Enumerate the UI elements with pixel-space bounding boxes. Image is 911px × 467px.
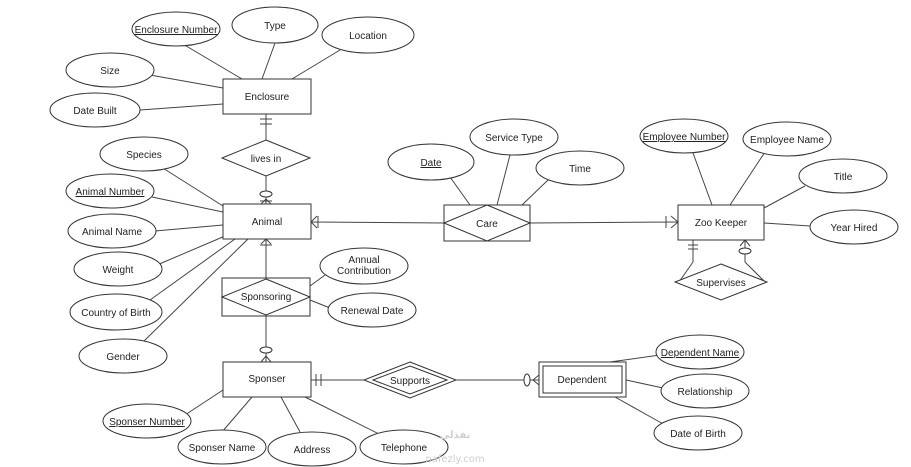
entity-dependent[interactable]: Dependent	[538, 361, 627, 398]
entity-enclosure-label: Enclosure	[245, 92, 290, 103]
entity-sponser-label: Sponser	[248, 374, 286, 385]
entity-animal-label: Animal	[252, 217, 283, 228]
relationship-supervises-label: Supervises	[696, 278, 745, 289]
attr-title-label: Title	[834, 172, 853, 183]
relationship-supports-label: Supports	[390, 376, 430, 387]
cardinality-marks	[259, 118, 752, 387]
attr-employee-number[interactable]: Employee Number	[639, 118, 729, 154]
attr-weight[interactable]: Weight	[73, 251, 163, 287]
attr-sponser-number[interactable]: Sponser Number	[102, 403, 192, 439]
entity-animal[interactable]: Animal	[222, 203, 312, 240]
entity-enclosure[interactable]: Enclosure	[222, 78, 312, 115]
attr-telephone[interactable]: Telephone	[359, 429, 449, 465]
attr-species[interactable]: Species	[99, 136, 189, 172]
attr-time[interactable]: Time	[535, 150, 625, 186]
attr-country-of-birth[interactable]: Country of Birth	[69, 293, 163, 331]
entity-zoo-keeper[interactable]: Zoo Keeper	[677, 204, 765, 241]
attr-date-label: Date	[420, 158, 442, 169]
relationship-supervises[interactable]: Supervises	[673, 263, 769, 301]
attr-species-label: Species	[126, 150, 162, 161]
attr-title[interactable]: Title	[798, 158, 888, 194]
entity-dependent-label: Dependent	[558, 375, 607, 386]
watermark: نفذلي nafezly.com	[425, 430, 484, 465]
relationship-lives-in[interactable]: lives in	[220, 139, 312, 177]
attr-telephone-label: Telephone	[381, 443, 428, 454]
attr-employee-name-label: Employee Name	[750, 135, 824, 146]
entity-zoo-keeper-label: Zoo Keeper	[695, 218, 748, 229]
attr-address[interactable]: Address	[267, 431, 357, 467]
attr-address-label: Address	[294, 445, 331, 456]
relationship-sponsoring[interactable]: Sponsoring	[220, 277, 312, 317]
attr-annual-contribution[interactable]: Annual Contribution	[319, 247, 409, 285]
attr-date-of-birth[interactable]: Date of Birth	[653, 415, 743, 451]
attr-enclosure-number[interactable]: Enclosure Number	[131, 11, 221, 47]
attr-dependent-name-label: Dependent Name	[661, 348, 740, 359]
relationship-lives-in-label: lives in	[251, 154, 282, 165]
attr-sponser-number-label: Sponser Number	[109, 417, 185, 428]
attr-time-label: Time	[569, 164, 591, 175]
attr-type[interactable]: Type	[231, 6, 319, 44]
attr-sponser-name[interactable]: Sponser Name	[177, 429, 267, 465]
attr-gender-label: Gender	[106, 352, 140, 363]
connector-lines	[139, 39, 811, 438]
attr-weight-label: Weight	[103, 265, 134, 276]
relationship-supports[interactable]: Supports	[362, 361, 458, 399]
attr-employee-name[interactable]: Employee Name	[742, 121, 832, 157]
attr-annual-contribution-label-2: Contribution	[337, 266, 391, 277]
attr-service-type[interactable]: Service Type	[469, 118, 559, 156]
attr-type-label: Type	[264, 21, 286, 32]
attr-size[interactable]: Size	[65, 52, 155, 88]
attr-size-label: Size	[100, 66, 120, 77]
attr-enclosure-number-label: Enclosure Number	[135, 25, 218, 36]
attr-animal-name-label: Animal Name	[82, 227, 142, 238]
attr-year-hired[interactable]: Year Hired	[809, 209, 899, 245]
attr-renewal-date[interactable]: Renewal Date	[327, 292, 417, 328]
attr-animal-number-label: Animal Number	[76, 187, 146, 198]
attr-animal-number[interactable]: Animal Number	[65, 173, 155, 209]
attr-relationship-label: Relationship	[677, 387, 732, 398]
attr-annual-contribution-label-1: Annual	[348, 255, 379, 266]
attr-sponser-name-label: Sponser Name	[189, 443, 256, 454]
attr-dependent-name[interactable]: Dependent Name	[655, 334, 745, 370]
relationship-care[interactable]: Care	[442, 204, 532, 242]
attr-location-label: Location	[349, 31, 387, 42]
watermark-latin: nafezly.com	[425, 454, 484, 465]
relationship-care-label: Care	[476, 219, 498, 230]
attr-location[interactable]: Location	[321, 16, 415, 54]
attr-date-built[interactable]: Date Built	[49, 92, 141, 128]
attr-animal-name[interactable]: Animal Name	[67, 213, 157, 249]
attr-employee-number-label: Employee Number	[643, 132, 726, 143]
watermark-arabic: نفذلي	[440, 430, 471, 441]
attr-date-built-label: Date Built	[73, 106, 117, 117]
attr-gender[interactable]: Gender	[78, 338, 168, 374]
attr-country-of-birth-label: Country of Birth	[81, 308, 150, 319]
attr-renewal-date-label: Renewal Date	[341, 306, 404, 317]
entity-sponser[interactable]: Sponser	[222, 361, 312, 398]
relationship-sponsoring-label: Sponsoring	[241, 292, 292, 303]
attr-year-hired-label: Year Hired	[831, 223, 878, 234]
attr-date-of-birth-label: Date of Birth	[670, 429, 726, 440]
attr-relationship[interactable]: Relationship	[660, 373, 750, 409]
attr-date[interactable]: Date	[387, 143, 475, 181]
attr-service-type-label: Service Type	[485, 133, 543, 144]
